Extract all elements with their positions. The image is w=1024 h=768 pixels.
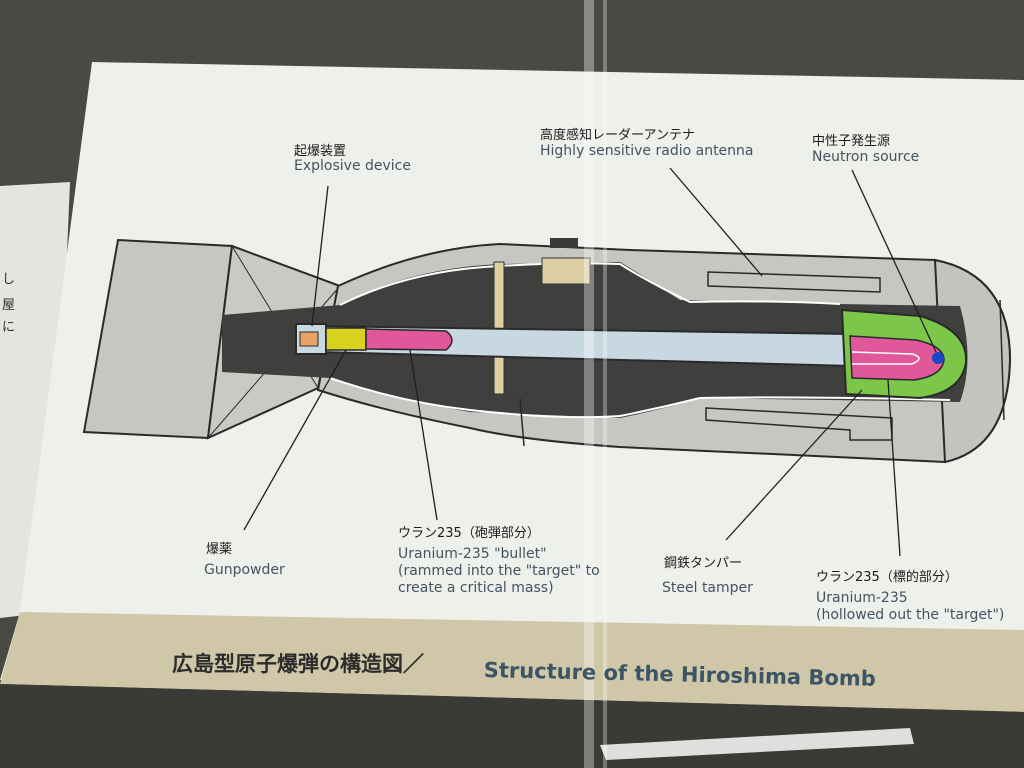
antenna-bar-lower	[705, 407, 893, 441]
label-uranium-bullet-jp: ウラン235（砲弾部分）	[398, 526, 540, 541]
label-radio-antenna-en: Highly sensitive radio antenna	[540, 143, 754, 159]
title-band	[0, 612, 1024, 712]
casing-seam	[519, 397, 525, 447]
leader-explosive-device	[311, 185, 329, 327]
title-jp: 広島型原子爆弾の構造図／	[172, 652, 424, 676]
side-fragment-1: し	[2, 272, 16, 287]
label-gunpowder-en: Gunpowder	[204, 562, 285, 578]
target-hollow	[851, 351, 920, 365]
light-reflection	[600, 728, 914, 760]
side-fragment-3: に	[2, 320, 16, 335]
gunpowder-charge	[325, 327, 367, 351]
leader-lines	[243, 167, 937, 557]
bomb-diagram	[82, 238, 1012, 464]
leader-uranium-bullet	[409, 349, 438, 521]
label-uranium-target-en-1: Uranium-235	[816, 590, 908, 606]
top-lug	[550, 238, 578, 248]
label-uranium-target-en-2: (hollowed out the "target")	[816, 607, 1005, 623]
inner-wall-lower	[329, 377, 951, 419]
leader-gunpowder	[243, 349, 347, 531]
inner-wall-upper	[339, 262, 841, 306]
label-steel-tamper-en: Steel tamper	[662, 580, 753, 596]
label-uranium-target-jp: ウラン235（標的部分）	[816, 570, 958, 585]
antenna-bar-upper	[707, 271, 881, 293]
neutron-source-dot	[932, 352, 944, 364]
leader-neutron-source	[851, 169, 937, 353]
label-radio-antenna-jp: 高度感知レーダーアンテナ	[540, 128, 695, 143]
label-uranium-bullet-en-1: Uranium-235 "bullet"	[398, 546, 547, 562]
label-gunpowder-jp: 爆薬	[206, 542, 233, 557]
leader-uranium-target	[887, 379, 901, 557]
uranium-bullet	[365, 328, 453, 351]
uranium-target	[849, 335, 945, 381]
glass-seam-reflection	[584, 0, 594, 768]
label-neutron-source-en: Neutron source	[812, 149, 920, 165]
leader-steel-tamper	[725, 389, 863, 541]
label-neutron-source-jp: 中性子発生源	[812, 134, 891, 149]
label-steel-tamper-jp: 鋼鉄タンパー	[664, 556, 743, 571]
nose-seam	[999, 299, 1005, 421]
upper-bracket	[541, 257, 591, 285]
side-fragment-2: 屋	[2, 298, 16, 313]
glass-seam-reflection-2	[603, 0, 607, 768]
explosive-device-core	[299, 331, 319, 347]
label-uranium-bullet-en-3: create a critical mass)	[398, 580, 554, 596]
label-explosive-device-jp: 起爆装置	[294, 144, 347, 159]
label-explosive-device-en: Explosive device	[294, 158, 411, 174]
leader-radio-antenna	[669, 167, 763, 277]
label-uranium-bullet-en-2: (rammed into the "target" to	[398, 563, 600, 579]
